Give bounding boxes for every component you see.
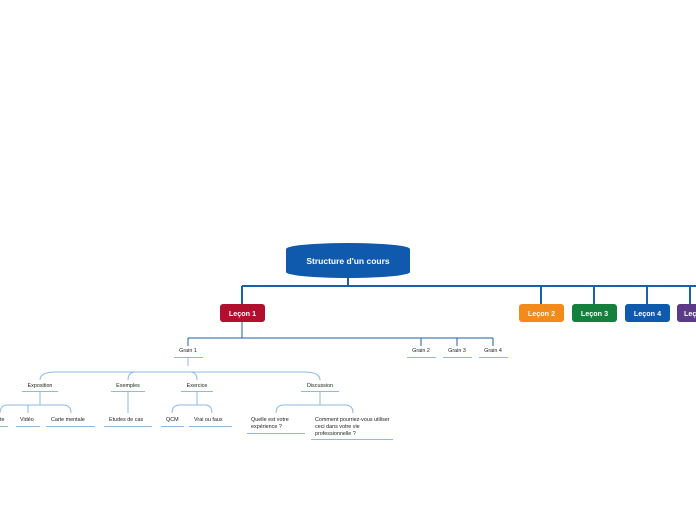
activity-underline-exposition	[22, 391, 58, 392]
activity-underline-exemples	[111, 391, 145, 392]
activity-exercice[interactable]: Exercice	[186, 383, 208, 389]
grain-node-2[interactable]: Grain 2	[412, 348, 430, 354]
discussion-item-vie-professionnelle-underline	[311, 439, 393, 440]
exposition-item-video[interactable]: Vidéo	[20, 417, 34, 423]
activity-underline-discussion	[301, 391, 339, 392]
grain-underline-4	[479, 357, 508, 358]
exercice-connector	[171, 391, 213, 414]
lesson-node-4[interactable]: Leçon 4	[625, 304, 670, 322]
grain-underline-2	[407, 357, 436, 358]
lesson-node-2[interactable]: Leçon 2	[519, 304, 564, 322]
grain-underline-3	[443, 357, 472, 358]
exemples-item-etudes-de-cas[interactable]: Etudes de cas	[109, 417, 144, 423]
exposition-item-cut-underline	[0, 426, 8, 427]
grain-node-4[interactable]: Grain 4	[484, 348, 502, 354]
root-connector	[241, 278, 696, 304]
activity-discussion[interactable]: Discussion	[306, 383, 334, 389]
discussion-item-experience[interactable]: Quelle est votre expérience ?	[251, 417, 289, 430]
lesson-node-3[interactable]: Leçon 3	[572, 304, 617, 322]
activity-underline-exercice	[181, 391, 213, 392]
lesson-node-1[interactable]: Leçon 1	[220, 304, 265, 322]
grain-underline-1	[174, 357, 203, 358]
discussion-item-vie-professionnelle[interactable]: Comment pourriez-vous utiliser ceci dans…	[315, 417, 390, 437]
activity-exposition[interactable]: Exposition	[27, 383, 53, 389]
exercice-item-vrai-ou-faux[interactable]: Vrai ou faux	[194, 417, 223, 423]
grain1-connector	[39, 357, 321, 381]
grain-node-3[interactable]: Grain 3	[448, 348, 466, 354]
exercice-item-qcm[interactable]: QCM	[166, 417, 179, 423]
exposition-item-carte-mentale[interactable]: Carte mentale	[51, 417, 85, 423]
lesson-node-5[interactable]: Leç	[677, 304, 696, 322]
activity-exemples[interactable]: Exemples	[116, 383, 140, 389]
exercice-item-qcm-underline	[161, 426, 184, 427]
exposition-connector	[0, 391, 72, 414]
exposition-item-carte-mentale-underline	[46, 426, 95, 427]
exercice-item-vrai-ou-faux-underline	[189, 426, 232, 427]
discussion-connector	[275, 391, 354, 414]
exposition-item-video-underline	[16, 426, 40, 427]
exemples-item-etudes-de-cas-underline	[104, 426, 152, 427]
exposition-item-cut[interactable]: te	[0, 417, 5, 423]
grain-node-1[interactable]: Grain 1	[179, 348, 197, 354]
discussion-item-experience-underline	[247, 433, 305, 434]
lesson1-connector	[187, 322, 494, 346]
root-node[interactable]: Structure d'un cours	[286, 243, 410, 278]
